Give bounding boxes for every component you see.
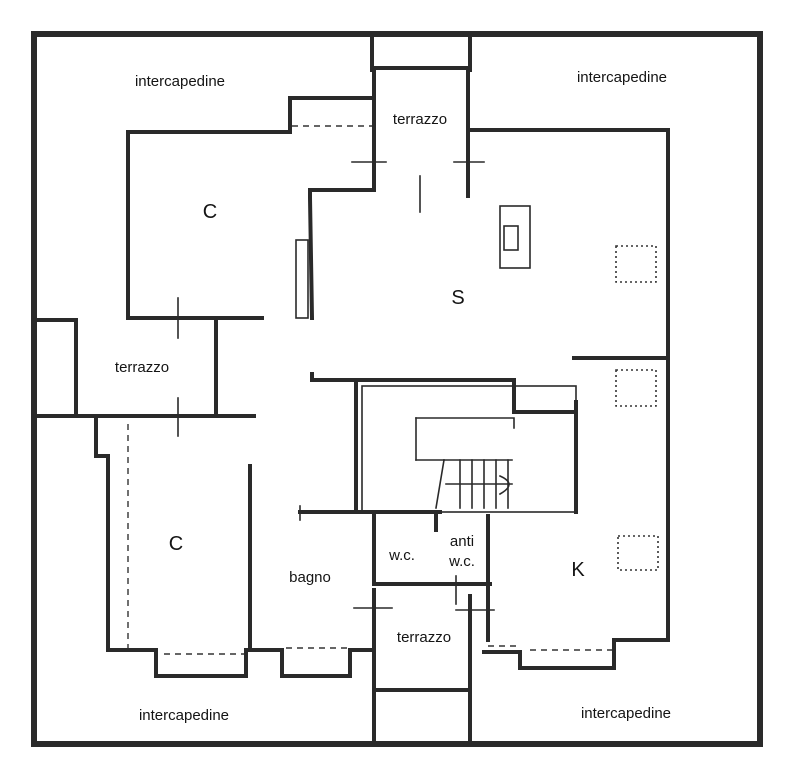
- label-anti-wc-line1: anti: [450, 533, 474, 550]
- outer-boundary-walls: [31, 31, 763, 747]
- label-terrazzo-bottom: terrazzo: [397, 629, 451, 646]
- label-room-c-top: C: [203, 201, 217, 223]
- interior-walls: [32, 32, 670, 746]
- label-terrazzo-left: terrazzo: [115, 359, 169, 376]
- label-intercapedine-top-left: intercapedine: [135, 73, 225, 90]
- label-intercapedine-bottom-left: intercapedine: [139, 707, 229, 724]
- label-wc: w.c.: [388, 547, 415, 564]
- door-window-marks: [177, 161, 495, 611]
- label-anti-wc-line2: w.c.: [448, 553, 475, 570]
- fixtures: [499, 205, 659, 571]
- stair-treads: [435, 459, 513, 509]
- label-bagno: bagno: [289, 569, 331, 586]
- label-room-k: K: [571, 559, 585, 581]
- label-terrazzo-top: terrazzo: [393, 111, 447, 128]
- label-room-s: S: [451, 287, 464, 309]
- label-intercapedine-top-right: intercapedine: [577, 69, 667, 86]
- dashed-lines: [127, 125, 612, 655]
- label-room-c-bottom: C: [169, 533, 183, 555]
- label-intercapedine-bottom-right: intercapedine: [581, 705, 671, 722]
